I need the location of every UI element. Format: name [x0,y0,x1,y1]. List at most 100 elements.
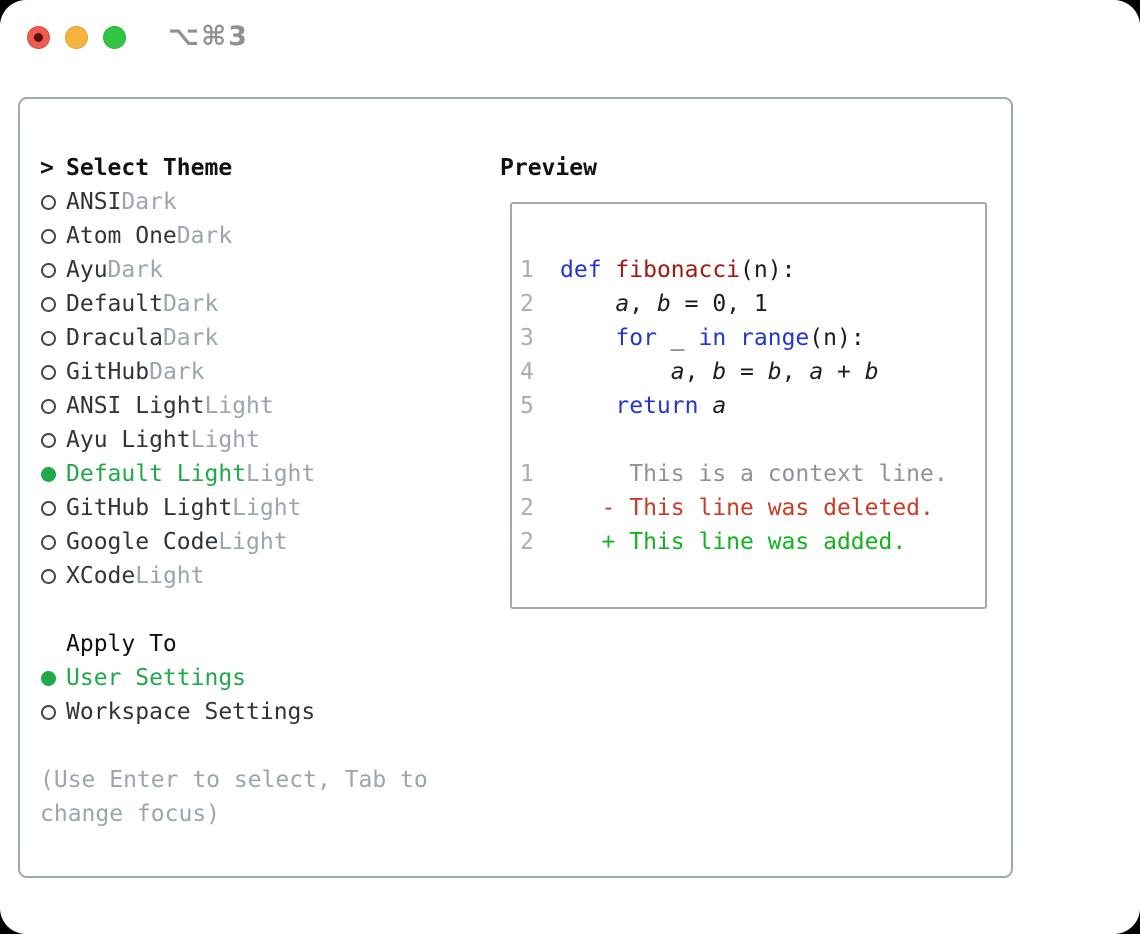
theme-variant: Light [232,495,302,521]
radio-icon [41,194,56,210]
code-token: , [781,359,810,385]
code-line: 4 a, b = b, a + b [520,355,985,389]
code-content: for _ in range(n): [560,325,864,351]
theme-option[interactable]: Ayu Dark [40,253,490,287]
diff-line: 1 This is a context line. [520,457,985,491]
line-number: 1 [520,461,534,487]
theme-name: Atom One [66,223,177,249]
theme-name: Default Light [66,461,247,487]
apply-to-title: Apply To [66,631,177,657]
code-token: , [629,291,657,317]
select-theme-title: Select Theme [66,155,233,181]
gap [40,729,490,763]
theme-name: Google Code [66,529,219,555]
theme-name: ANSI Light [66,393,205,419]
line-number: 3 [520,325,534,351]
code-content: a, b = 0, 1 [560,291,768,317]
theme-variant: Light [190,427,260,453]
minimize-button[interactable] [65,26,88,49]
line-number: 2 [520,495,534,521]
theme-option[interactable]: XCode Light [40,559,490,593]
gap [520,423,985,457]
code-token [560,325,615,351]
theme-variant: Dark [149,359,205,385]
code-content: def fibonacci(n): [560,257,795,283]
radio-icon [41,534,56,550]
code-token: a [670,359,685,385]
theme-option[interactable]: GitHub Light Light [40,491,490,525]
preview-title: Preview [500,155,597,181]
radio-icon [41,228,56,244]
radio-icon [41,364,56,380]
theme-option[interactable]: GitHub Dark [40,355,490,389]
radio-icon [41,466,56,482]
code-token: = 0, 1 [670,291,768,317]
code-token: b [767,359,782,385]
theme-name: XCode [66,563,136,589]
code-content: a, b = b, a + b [560,359,879,385]
theme-variant: Dark [162,325,219,351]
code-token: _ [656,325,699,351]
theme-variant: Light [135,563,205,589]
code-token: , [684,359,713,385]
theme-option[interactable]: Default Light Light [40,457,490,491]
gap [40,593,490,627]
hint-text-line2: change focus) [40,801,221,827]
code-token [726,325,740,351]
code-token: b [864,359,879,385]
theme-variant: Dark [176,223,233,249]
theme-option[interactable]: Default Dark [40,287,490,321]
theme-option[interactable]: Ayu Light Light [40,423,490,457]
apply-to-label: User Settings [66,665,247,691]
theme-name: Default [66,291,163,317]
code-line: 2 a, b = 0, 1 [520,287,985,321]
radio-icon [41,568,56,584]
hint-text-line1: (Use Enter to select, Tab to [40,767,428,793]
radio-icon [41,296,56,312]
titlebar-shortcut: ⌥⌘3 [168,21,249,52]
diff-line: 2 - This line was deleted. [520,491,985,525]
theme-name: ANSI [66,189,122,215]
preview-box: 1 def fibonacci(n): 2 a, b = 0, 1 3 for _ i… [510,202,987,609]
line-number: 4 [520,359,534,385]
radio-icon [41,500,56,516]
zoom-button[interactable] [103,26,126,49]
code-token: in [698,325,727,351]
theme-option[interactable]: Google Code Light [40,525,490,559]
theme-name: Ayu Light [66,427,191,453]
code-line: 1 def fibonacci(n): [520,253,985,287]
theme-option[interactable]: ANSI Dark [40,185,490,219]
code-token: a [712,393,727,419]
close-button[interactable] [27,26,50,49]
preview-header: Preview [500,151,1000,185]
code-token [602,257,616,283]
theme-name: Dracula [66,325,163,351]
apply-to-header: Apply To [40,627,490,661]
code-token: (n): [740,257,796,283]
code-token: fibonacci [615,257,741,283]
radio-icon [41,432,56,448]
theme-variant: Dark [121,189,177,215]
code-preview: 1 def fibonacci(n): 2 a, b = 0, 1 3 for _ i… [520,253,985,423]
apply-to-option[interactable]: User Settings [40,661,490,695]
apply-to-option[interactable]: Workspace Settings [40,695,490,729]
line-number: 1 [520,257,534,283]
code-token: b [656,291,671,317]
code-token: a [809,359,824,385]
traffic-lights [27,26,126,49]
theme-variant: Dark [107,257,163,283]
code-token [560,359,671,385]
code-token: + [823,359,865,385]
code-token: for [615,325,657,351]
code-token: range [740,325,810,351]
theme-option[interactable]: Dracula Dark [40,321,490,355]
radio-icon [41,330,56,346]
radio-icon [41,262,56,278]
theme-name: GitHub [66,359,150,385]
theme-option[interactable]: Atom One Dark [40,219,490,253]
theme-option[interactable]: ANSI Light Light [40,389,490,423]
